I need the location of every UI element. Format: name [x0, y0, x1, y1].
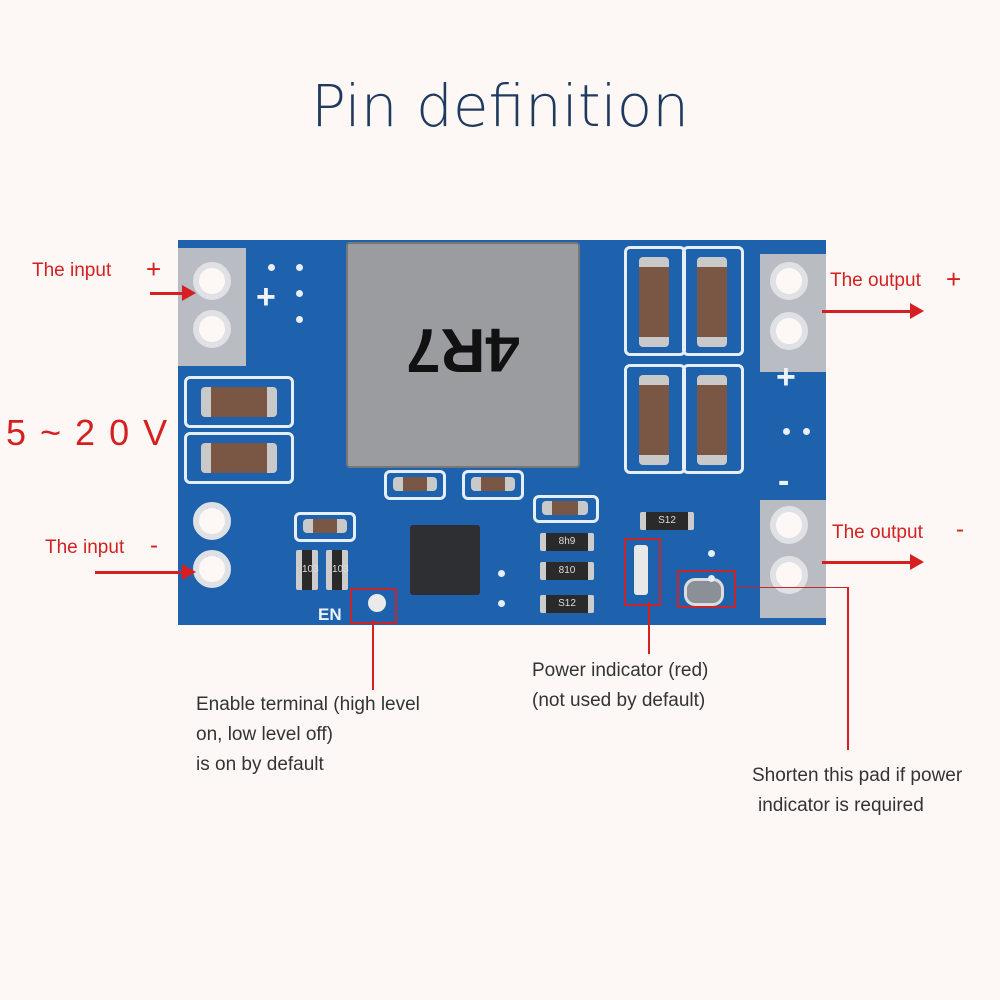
input-plus-sign: +: [146, 254, 162, 284]
capacitor: [542, 501, 588, 515]
en-terminal: [368, 594, 386, 612]
capacitor: [697, 375, 727, 465]
resistor: 8h9: [540, 533, 594, 551]
page-title: Pin definition: [310, 72, 690, 140]
silk-plus: +: [776, 358, 796, 396]
resistor: S12: [640, 512, 694, 530]
capacitor: [303, 519, 347, 533]
output-minus-label: The output: [832, 522, 923, 543]
input-minus-hole: [193, 550, 231, 588]
output-plus-arrow: [822, 310, 912, 313]
silk-minus: -: [778, 462, 790, 500]
en-callout-line: [372, 620, 374, 690]
power-indicator-annotation: Power indicator (red) (not used by defau…: [532, 660, 709, 711]
led-highlight-box: [624, 538, 661, 606]
output-plus-sign: +: [946, 264, 962, 294]
input-plus-label: The input: [32, 260, 112, 281]
output-minus-arrow: [822, 561, 912, 564]
voltage-label: 5 ~ 2 0 V: [6, 412, 170, 453]
pcb-board: + + - 4R7 103 103 8h9 810 S12 S12 EN: [178, 240, 826, 625]
capacitor: [697, 257, 727, 347]
input-plus-hole: [193, 310, 231, 348]
input-plus-hole: [193, 262, 231, 300]
capacitor: [471, 477, 515, 491]
capacitor: [201, 387, 277, 417]
led-callout-line: [648, 602, 650, 654]
input-minus-sign: -: [150, 532, 158, 559]
input-minus-arrow: [95, 571, 185, 574]
output-minus-hole: [770, 506, 808, 544]
output-plus-hole: [770, 312, 808, 350]
output-plus-hole: [770, 262, 808, 300]
inductor-marking: 4R7: [406, 315, 520, 384]
input-minus-hole: [193, 502, 231, 540]
input-plus-arrow: [150, 292, 184, 295]
input-minus-label: The input: [45, 537, 125, 558]
output-minus-sign: -: [956, 516, 964, 543]
resistor: 103: [326, 550, 349, 590]
ic-chip: [410, 525, 480, 595]
en-label: EN: [318, 605, 342, 624]
output-minus-hole: [770, 556, 808, 594]
capacitor: [639, 257, 669, 347]
capacitor: [201, 443, 277, 473]
shorten-pad-annotation: Shorten this pad if power indicator is r…: [752, 765, 963, 816]
silk-plus: +: [256, 278, 276, 316]
capacitor: [639, 375, 669, 465]
resistor: 103: [296, 550, 319, 590]
pad-callout-line: [847, 587, 849, 750]
pad-callout-line: [734, 587, 848, 588]
enable-annotation: Enable terminal (high level on, low leve…: [196, 694, 420, 775]
resistor: 810: [540, 562, 594, 580]
solder-jumper-pad: [684, 578, 724, 606]
en-highlight-box: [350, 588, 397, 624]
resistor: S12: [540, 595, 594, 613]
power-led: [634, 545, 648, 595]
pad-highlight-box: [677, 570, 736, 608]
capacitor: [393, 477, 437, 491]
inductor: 4R7: [346, 242, 580, 468]
output-plus-label: The output: [830, 270, 921, 291]
